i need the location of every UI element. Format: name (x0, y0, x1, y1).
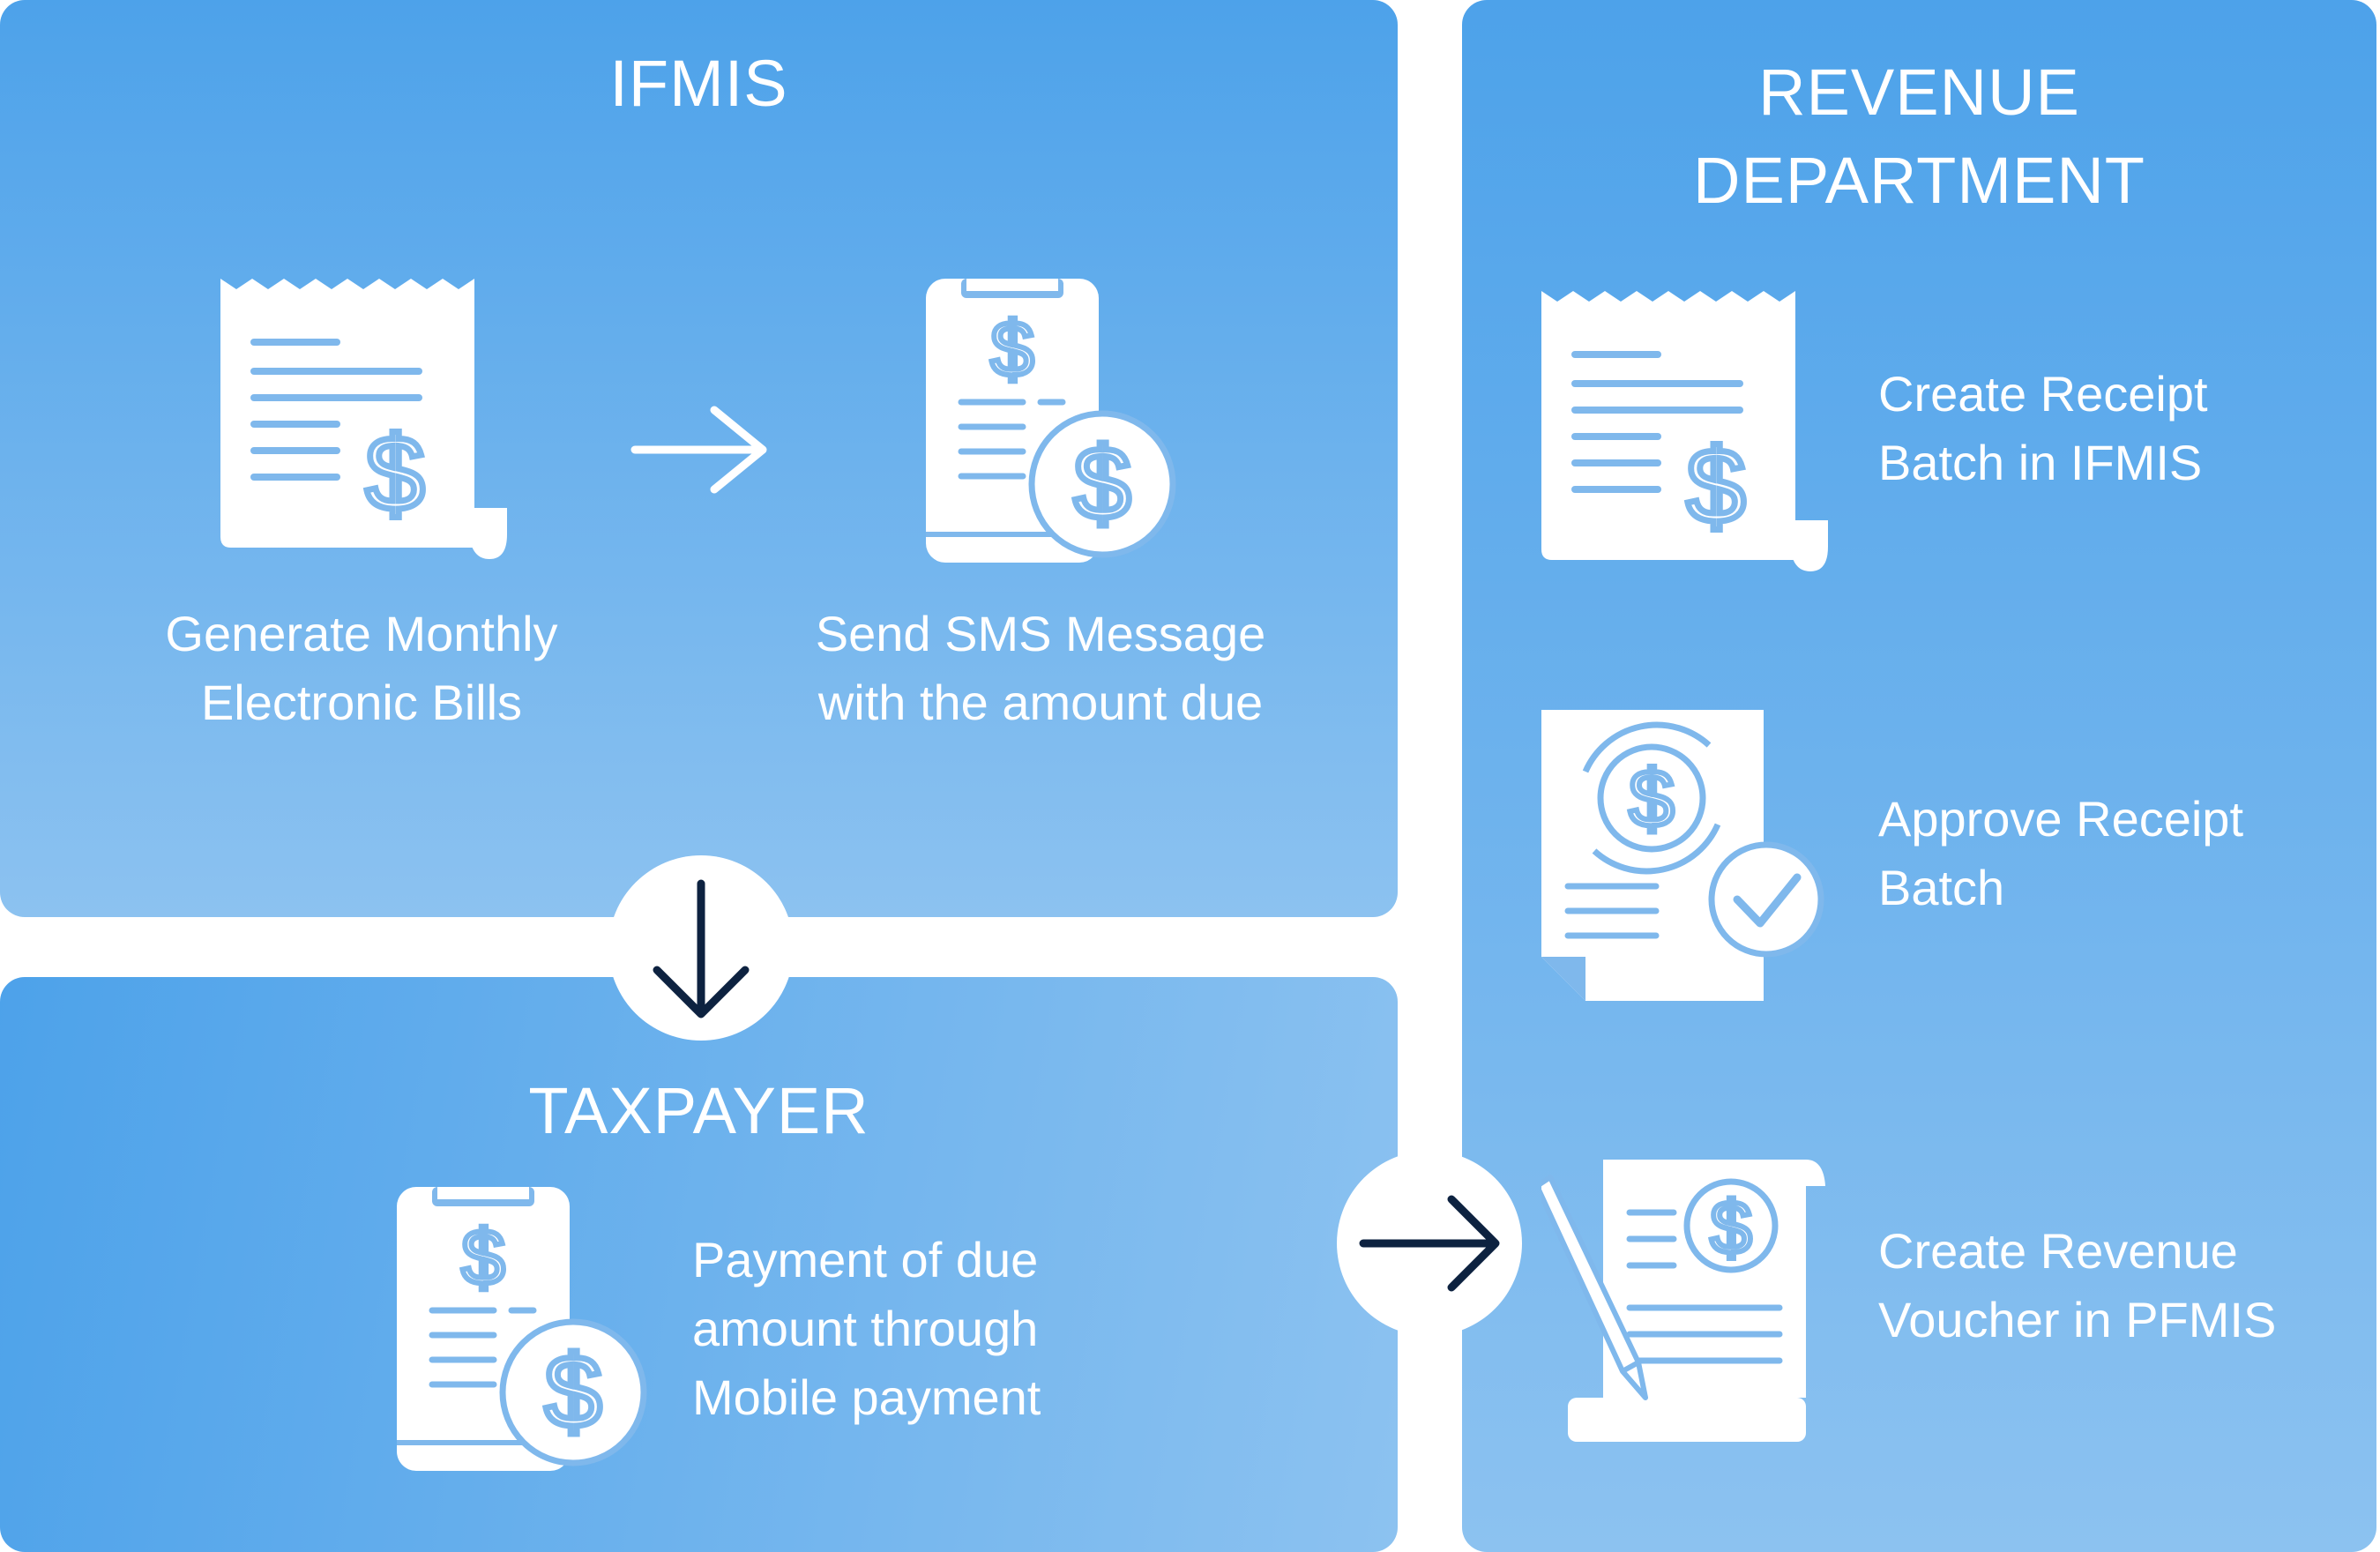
phone-dollar-icon (397, 1187, 661, 1478)
step-create-revenue-voucher: Create Revenue Voucher in PFMIS (1878, 1223, 2277, 1347)
receipt-dollar-icon (1541, 291, 1832, 582)
step-send-sms: Send SMS Message with the amount due (815, 606, 1266, 730)
taxpayer-title: TAXPAYER (528, 1074, 869, 1147)
step-mobile-payment: Payment of due amount through Mobile pay… (692, 1232, 1041, 1425)
document-check-icon (1541, 710, 1832, 1001)
arrow-right-icon (1359, 1195, 1500, 1292)
right-arrow-connector (1337, 1151, 1522, 1336)
step-approve-receipt-batch: Approve Receipt Batch (1878, 791, 2244, 915)
taxpayer-panel (0, 977, 1398, 1552)
arrow-right-icon (630, 406, 767, 494)
revenue-title: REVENUE DEPARTMENT (1693, 56, 2145, 217)
ifmis-title: IFMIS (609, 47, 788, 120)
phone-dollar-icon (926, 279, 1190, 570)
step-generate-bills: Generate Monthly Electronic Bills (165, 606, 558, 730)
receipt-dollar-icon (220, 279, 511, 570)
arrow-down-icon (653, 879, 750, 1018)
step-create-receipt-batch: Create Receipt Batch in IFMIS (1878, 366, 2208, 490)
down-arrow-connector (608, 855, 794, 1041)
voucher-pen-icon (1541, 1160, 1832, 1451)
